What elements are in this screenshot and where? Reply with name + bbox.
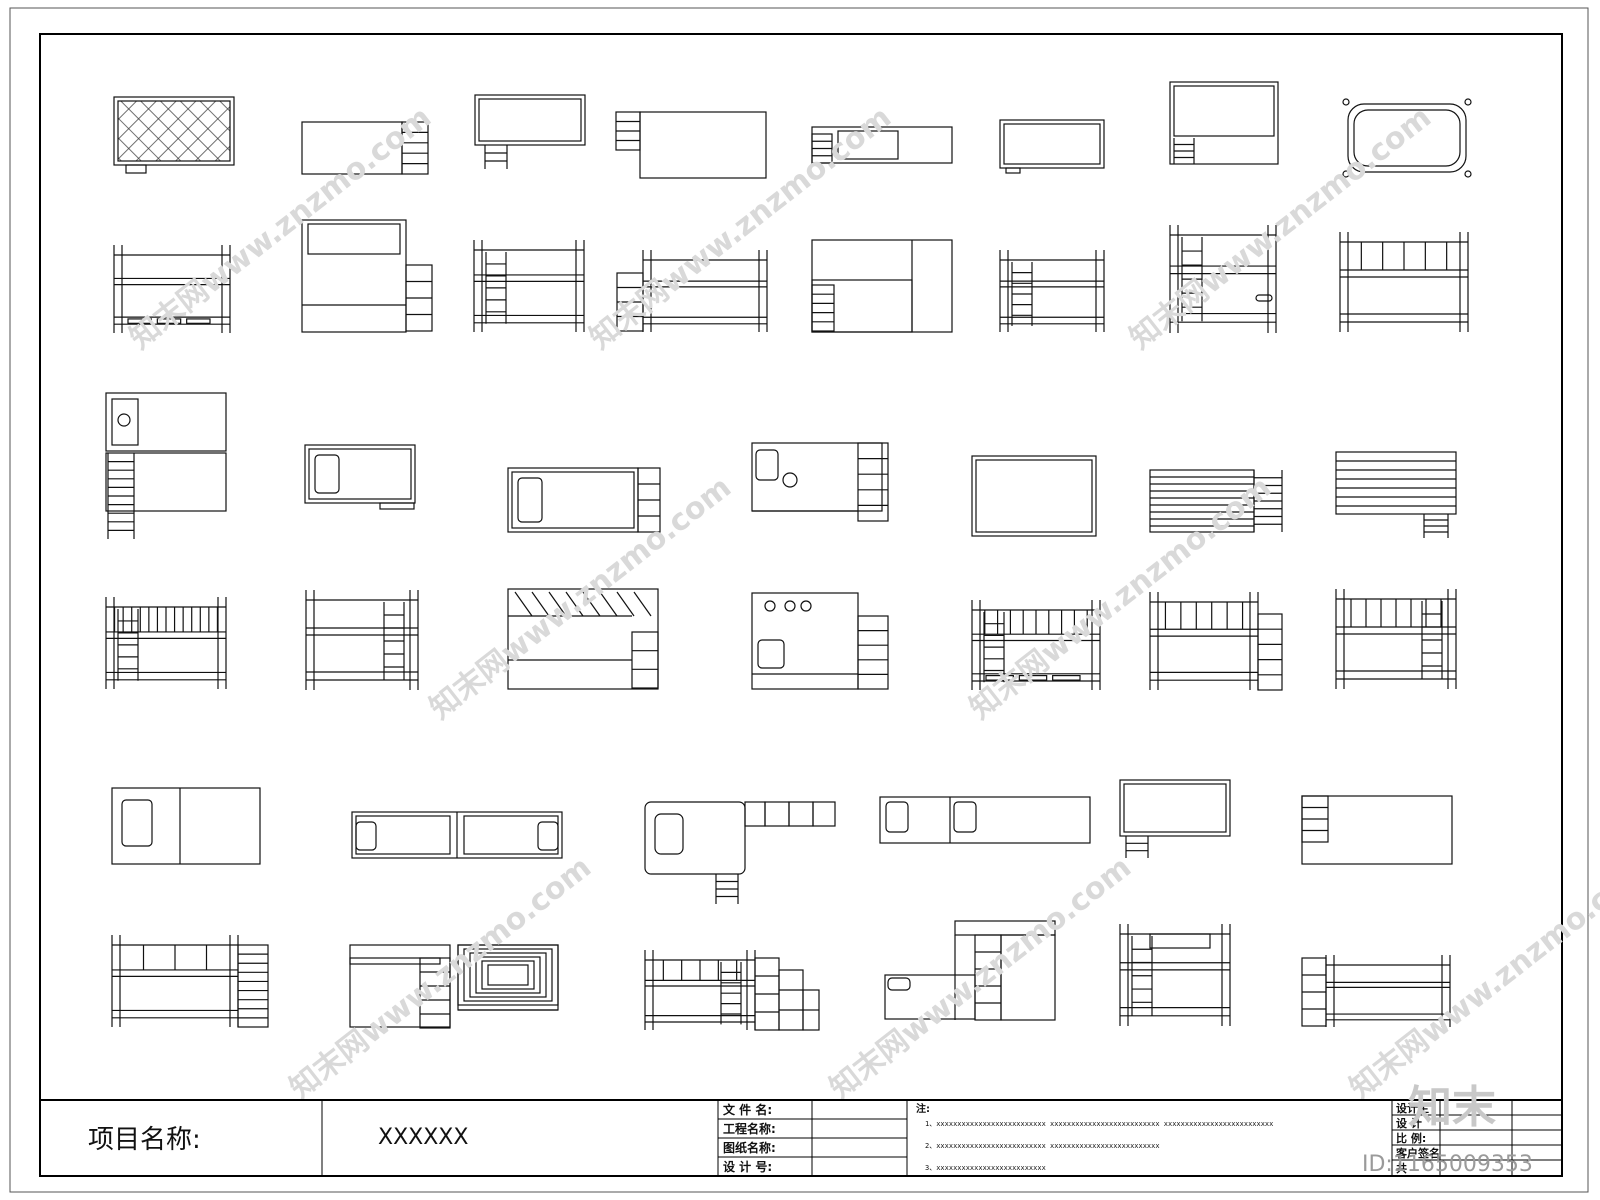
bed-plan-row-3 [105,392,1457,539]
scale-label: 比 例: [1396,1131,1426,1145]
watermark-text: 知末网www.znzmo.com [963,470,1278,727]
watermark-text: 知末网www.znzmo.com [823,850,1138,1107]
design-lead-label: 设计主 [1396,1101,1429,1115]
file-name-label: 文 件 名: [723,1102,772,1117]
bed-plan-row-5 [111,779,1453,904]
site-logo: 知末 [1408,1082,1496,1133]
watermark-text: 知末网www.znzmo.com [423,470,738,727]
title-block: 项目名称: XXXXXX 文 件 名: 工程名称: 图纸名称: 设 计 号: 注… [39,1099,1563,1177]
bed-plan-row-1 [113,81,1472,179]
pillow-icon [953,801,977,833]
note-3: 3、xxxxxxxxxxxxxxxxxxxxxxxxxx [925,1164,1046,1172]
bunk-elevation-row-6 [111,920,1451,1031]
bunk-elevation-row-2 [113,219,1469,333]
designer-label: 设 计 [1396,1116,1422,1130]
watermark-layer: 知末网www.znzmo.com 知末网www.znzmo.com 知末网www… [123,100,1600,1107]
pillow-icon [355,821,377,851]
pillow-icon [537,821,559,851]
pillow-icon [121,799,153,847]
outer-frame [9,7,1589,1193]
resource-id: ID:1165009353 [1362,1152,1533,1177]
engineering-name-label: 工程名称: [723,1121,776,1136]
pillow-icon [517,477,543,523]
pillow-icon [757,639,785,669]
pillow-icon [885,801,909,833]
note-2: 2、xxxxxxxxxxxxxxxxxxxxxxxxxx xxxxxxxxxxx… [925,1142,1160,1150]
watermark-text: 知末网www.znzmo.com [283,850,598,1107]
project-name-label: 项目名称: [88,1125,201,1155]
drawing-name-label: 图纸名称: [723,1140,776,1155]
note-1: 1、xxxxxxxxxxxxxxxxxxxxxxxxxx xxxxxxxxxxx… [925,1120,1273,1128]
bed-drawings [105,81,1472,1031]
pillow-icon [887,977,911,991]
design-number-label: 设 计 号: [723,1159,772,1174]
notes-label: 注: [916,1102,930,1115]
client-signature-label: 客户签名 [1395,1146,1440,1160]
project-name-value: XXXXXX [378,1125,468,1150]
pillow-icon [755,449,779,481]
bunk-elevation-row-4 [105,588,1457,691]
pillow-icon [314,454,340,494]
total-sheets-label: 共 [1396,1161,1407,1175]
